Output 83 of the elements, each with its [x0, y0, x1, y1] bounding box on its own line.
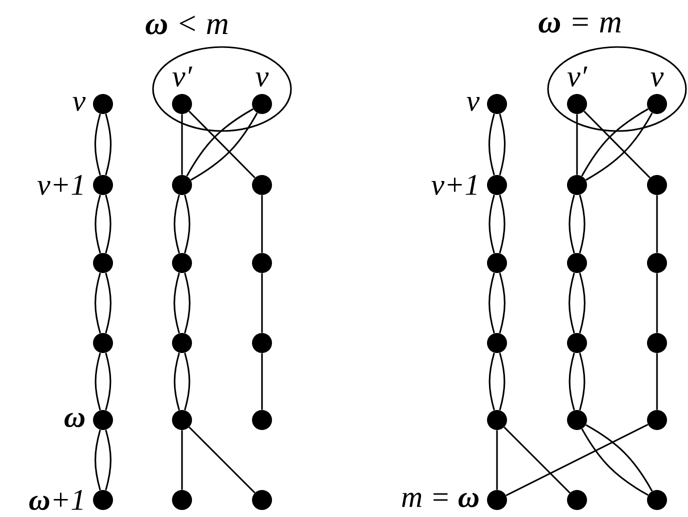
vertex-dot — [567, 175, 587, 195]
panel-title: ω = m — [538, 17, 621, 33]
vertex-label: v′ — [567, 66, 588, 87]
vertex-dot — [487, 333, 507, 353]
vertex-dot — [172, 490, 192, 510]
graph-edge — [499, 194, 506, 254]
vertex-dot — [487, 253, 507, 273]
graph-edge — [576, 114, 578, 175]
vertex-group-ellipse — [152, 46, 292, 132]
vertex-dot — [172, 175, 192, 195]
graph-edge — [105, 272, 112, 334]
graph-edge — [181, 430, 183, 490]
graph-edge — [568, 352, 575, 410]
graph-edge — [94, 114, 101, 176]
graph-edge — [105, 352, 112, 410]
vertex-dot — [647, 253, 667, 273]
graph-edge — [568, 272, 575, 334]
graph-edge — [499, 272, 506, 334]
vertex-label: v — [256, 72, 269, 87]
vertex-dot — [647, 175, 667, 195]
graph-edge — [488, 272, 495, 334]
vertex-dot — [252, 490, 272, 510]
vertex-dot — [172, 410, 192, 430]
graph-edge — [656, 353, 658, 410]
graph-edge — [94, 272, 101, 334]
graph-edge — [261, 273, 263, 333]
graph-edge — [174, 194, 180, 254]
vertex-dot — [252, 333, 272, 353]
graph-edge — [499, 352, 506, 410]
vertex-label: v — [466, 96, 480, 112]
vertex-label: v+1 — [37, 174, 82, 196]
graph-edge — [496, 430, 498, 490]
graph-edge — [184, 194, 190, 254]
vertex-dot — [487, 410, 507, 430]
graph-edge — [105, 430, 112, 490]
graph-edge — [94, 430, 101, 490]
graph-edge — [105, 114, 112, 176]
graph-edge — [656, 273, 658, 333]
vertex-dot — [172, 333, 192, 353]
graph-edge — [504, 426, 570, 494]
graph-edge — [184, 352, 190, 410]
graph-edge — [94, 352, 101, 410]
graph-edge — [579, 272, 586, 334]
vertex-dot — [567, 333, 587, 353]
vertex-dot — [252, 410, 272, 430]
graph-edge — [488, 194, 495, 254]
graph-edge — [488, 114, 495, 176]
graph-edge — [568, 194, 575, 254]
vertex-dot — [252, 175, 272, 195]
graph-edge — [94, 194, 101, 254]
graph-edge — [181, 114, 183, 175]
graph-edge — [499, 114, 506, 176]
vertex-dot — [172, 253, 192, 273]
graph-edge — [506, 424, 648, 496]
vertex-label: m = ω — [402, 492, 478, 508]
graph-edge — [105, 194, 112, 254]
vertex-dot — [647, 333, 667, 353]
vertex-label: v′ — [172, 66, 192, 87]
graph-edge — [188, 426, 256, 494]
vertex-dot — [93, 333, 113, 353]
vertex-group-ellipse — [547, 46, 687, 132]
vertex-label: ω+1 — [29, 490, 82, 510]
vertex-label: v — [72, 96, 86, 112]
graph-edge — [579, 194, 586, 254]
graph-edge — [174, 272, 180, 334]
graph-edge — [656, 195, 658, 253]
vertex-dot — [567, 490, 587, 510]
graph-edge — [184, 272, 190, 334]
vertex-dot — [93, 253, 113, 273]
vertex-label: v — [650, 72, 664, 87]
graph-edge — [488, 352, 495, 410]
vertex-label: ω — [64, 412, 84, 428]
vertex-dot — [567, 410, 587, 430]
vertex-label: v+1 — [431, 174, 476, 196]
graph-edge — [261, 195, 263, 253]
vertex-dot — [647, 490, 667, 510]
graph-edge — [579, 352, 586, 410]
vertex-dot — [647, 410, 667, 430]
graph-edge — [261, 353, 263, 410]
graph-edge — [174, 352, 180, 410]
vertex-dot — [567, 253, 587, 273]
panel-title: ω < m — [146, 16, 228, 34]
vertex-dot — [252, 253, 272, 273]
